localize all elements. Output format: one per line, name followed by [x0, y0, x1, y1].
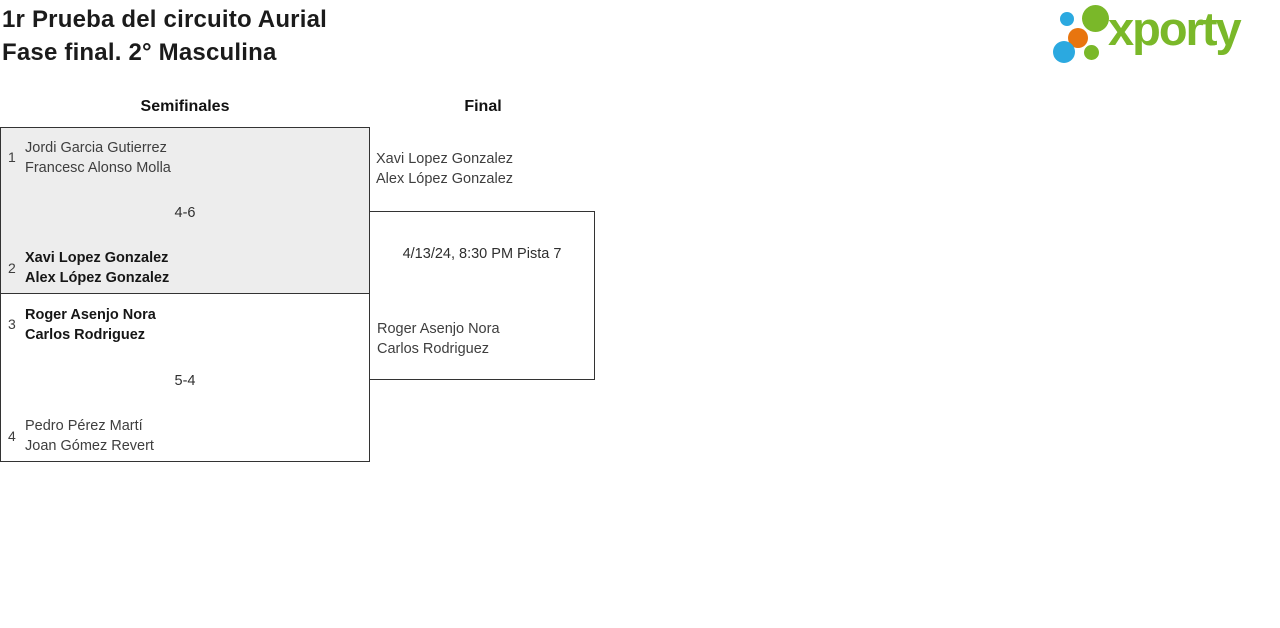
semifinal-match-2[interactable]: 3 Roger Asenjo Nora Carlos Rodriguez 5-4…	[0, 293, 370, 462]
logo-dot-green-small-icon	[1084, 45, 1099, 60]
player-name: Alex López Gonzalez	[376, 170, 514, 187]
player-name: Xavi Lopez Gonzalez	[25, 250, 169, 266]
logo-dot-blue-large-icon	[1053, 41, 1075, 63]
final-team-top: Xavi Lopez Gonzalez Alex López Gonzalez	[376, 150, 513, 189]
logo-dot-blue-small-icon	[1060, 12, 1074, 26]
player-name: Xavi Lopez Gonzalez	[376, 151, 514, 167]
seed-number: 2	[8, 260, 16, 276]
match-schedule: 4/13/24, 8:30 PM Pista 7	[402, 246, 562, 262]
final-match[interactable]: 4/13/24, 8:30 PM Pista 7 Roger Asenjo No…	[369, 211, 595, 380]
page-title-line2: Fase final. 2° Masculina	[2, 39, 277, 66]
team-pair: Pedro Pérez Martí Joan Gómez Revert	[25, 417, 154, 456]
team-pair-winner: Xavi Lopez Gonzalez Alex López Gonzalez	[25, 249, 169, 288]
seed-number: 1	[8, 149, 16, 165]
round-header-final: Final	[464, 98, 502, 115]
logo-dot-orange-icon	[1068, 28, 1088, 48]
page-title-line1: 1r Prueba del circuito Aurial	[2, 6, 328, 33]
round-header-semifinals: Semifinales	[140, 98, 230, 115]
semifinal-match-1[interactable]: 1 Jordi Garcia Gutierrez Francesc Alonso…	[0, 127, 370, 294]
player-name: Roger Asenjo Nora	[25, 307, 156, 323]
player-name: Francesc Alonso Molla	[25, 159, 171, 176]
player-name: Joan Gómez Revert	[25, 437, 154, 454]
seed-number: 3	[8, 316, 16, 332]
match-score: 4-6	[174, 205, 196, 221]
logo-dot-green-large-icon	[1082, 5, 1109, 32]
player-name: Roger Asenjo Nora	[377, 321, 500, 337]
player-name: Jordi Garcia Gutierrez	[25, 140, 167, 156]
final-team-bottom: Roger Asenjo Nora Carlos Rodriguez	[377, 320, 500, 359]
team-pair: Jordi Garcia Gutierrez Francesc Alonso M…	[25, 139, 171, 178]
seed-number: 4	[8, 428, 16, 444]
player-name: Carlos Rodriguez	[25, 326, 146, 343]
team-pair-winner: Roger Asenjo Nora Carlos Rodriguez	[25, 306, 156, 345]
player-name: Alex López Gonzalez	[25, 269, 170, 286]
player-name: Pedro Pérez Martí	[25, 418, 143, 434]
xporty-logo[interactable]: xporty	[1050, 0, 1280, 72]
player-name: Carlos Rodriguez	[377, 340, 490, 357]
match-score: 5-4	[174, 373, 196, 389]
logo-wordmark: xporty	[1108, 2, 1242, 55]
page-title: 1r Prueba del circuito Aurial Fase final…	[2, 3, 327, 69]
